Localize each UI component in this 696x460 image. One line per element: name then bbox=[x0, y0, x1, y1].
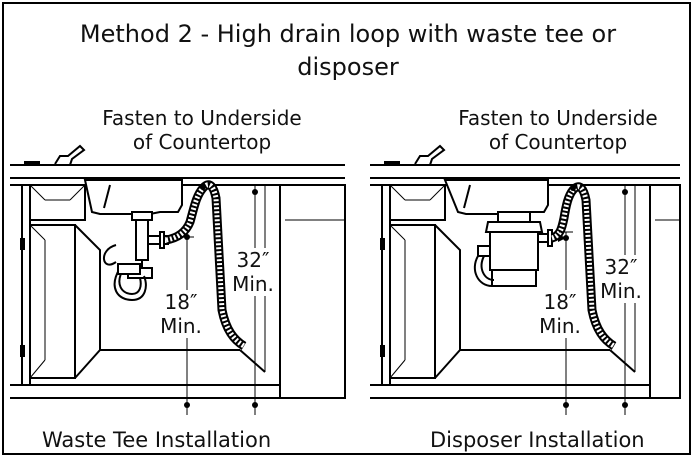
sink-basin-left bbox=[83, 179, 183, 215]
faucet-right bbox=[414, 144, 446, 166]
diagram-title: Method 2 - High drain loop with waste te… bbox=[0, 18, 696, 84]
fasten-label-left: Fasten to Underside of Countertop bbox=[92, 106, 312, 154]
disposer-drawing bbox=[370, 144, 681, 415]
dim-18-right-value: 18″ bbox=[543, 290, 577, 314]
caption-waste-tee: Waste Tee Installation bbox=[42, 428, 272, 452]
faucet-left bbox=[54, 144, 86, 166]
dim-18-left-unit: Min. bbox=[160, 314, 202, 338]
dim-18-right: 18″ Min. bbox=[537, 290, 583, 338]
fasten-label-right: Fasten to Underside of Countertop bbox=[448, 106, 668, 154]
title-line-2: disposer bbox=[297, 53, 399, 81]
dim-18-right-unit: Min. bbox=[539, 314, 581, 338]
dim-18-left-value: 18″ bbox=[164, 290, 198, 314]
drain-hose-left bbox=[165, 180, 247, 350]
dim-32-left-value: 32″ bbox=[236, 248, 270, 272]
fasten-label-right-line-2: of Countertop bbox=[488, 130, 628, 154]
fasten-label-left-line-2: of Countertop bbox=[132, 130, 272, 154]
title-line-1: Method 2 - High drain loop with waste te… bbox=[79, 20, 617, 48]
dim-32-left: 32″ Min. bbox=[232, 248, 274, 296]
sink-basin-right bbox=[443, 179, 549, 215]
fasten-label-right-line-1: Fasten to Underside bbox=[458, 106, 658, 130]
dimension-lines-left bbox=[180, 184, 262, 415]
dim-18-left: 18″ Min. bbox=[158, 290, 204, 338]
dim-32-right: 32″ Min. bbox=[600, 255, 642, 303]
countertop-right bbox=[370, 161, 680, 179]
waste-tee-plumbing bbox=[103, 211, 169, 302]
countertop-left bbox=[10, 161, 345, 179]
dim-32-left-unit: Min. bbox=[232, 272, 274, 296]
disposer-unit bbox=[473, 211, 566, 287]
caption-disposer: Disposer Installation bbox=[430, 428, 645, 452]
dim-32-right-unit: Min. bbox=[600, 279, 642, 303]
fasten-label-left-line-1: Fasten to Underside bbox=[102, 106, 302, 130]
waste-tee-drawing bbox=[10, 144, 346, 415]
cabinet-right bbox=[370, 184, 681, 399]
drain-hose-right bbox=[550, 182, 617, 350]
outer-border bbox=[2, 2, 691, 455]
dim-32-right-value: 32″ bbox=[604, 255, 638, 279]
